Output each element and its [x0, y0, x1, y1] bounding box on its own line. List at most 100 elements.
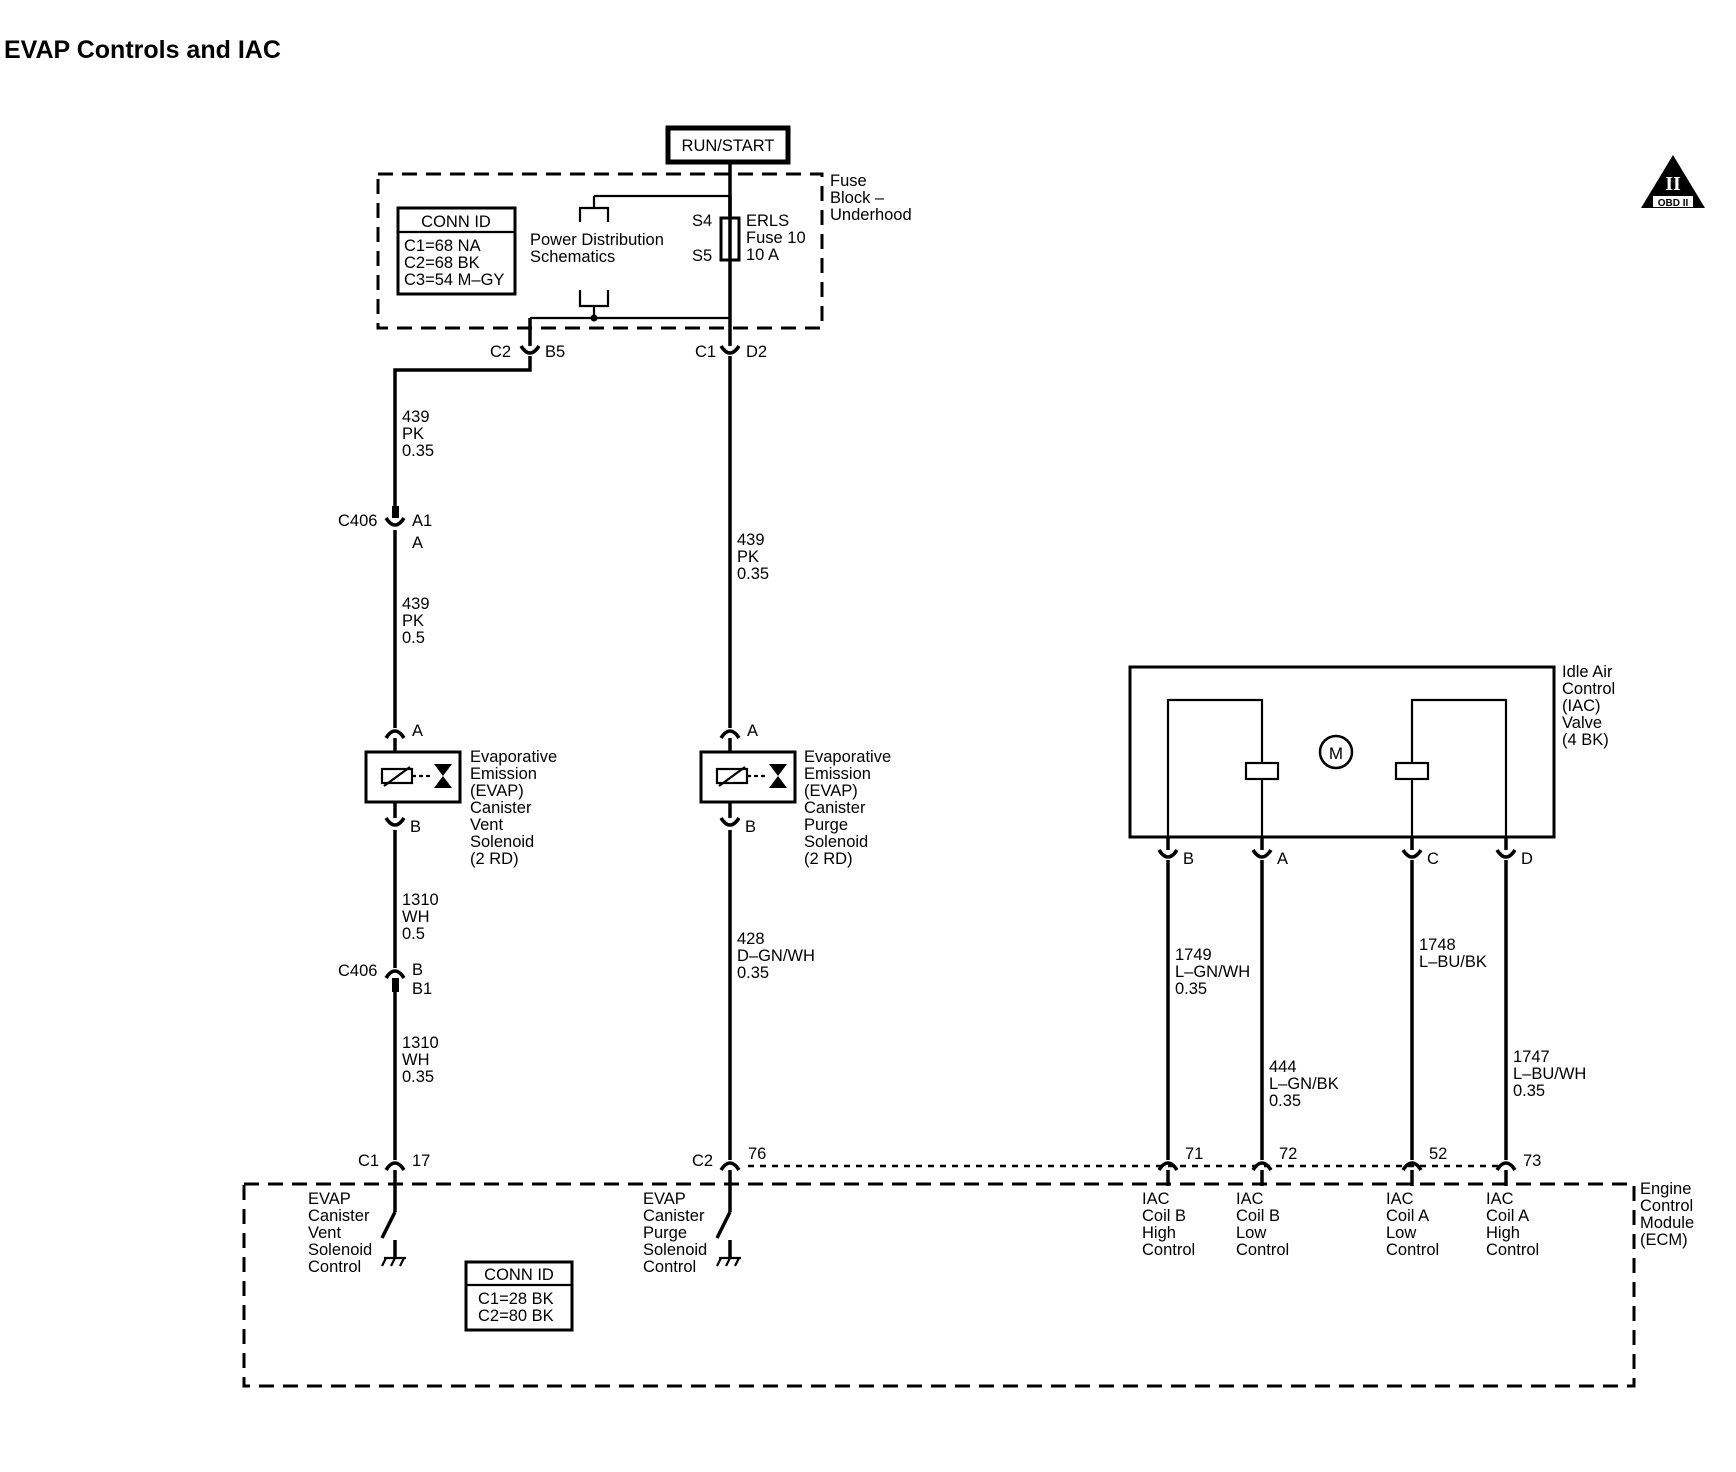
svg-text:1747: 1747 [1513, 1048, 1550, 1066]
iac-pin-c: C [1401, 837, 1439, 868]
svg-text:Solenoid: Solenoid [470, 833, 534, 851]
svg-text:B5: B5 [545, 343, 565, 361]
purge-control-switch [715, 1170, 741, 1267]
svg-text:Low: Low [1236, 1224, 1266, 1242]
svg-text:IAC: IAC [1486, 1190, 1514, 1208]
svg-text:A: A [412, 722, 423, 740]
svg-text:WH: WH [402, 1051, 430, 1069]
svg-text:Vent: Vent [308, 1224, 341, 1242]
wire-label-vent-mid: 439 PK 0.5 [402, 595, 430, 647]
svg-text:CONN ID: CONN ID [421, 213, 491, 231]
svg-text:Control: Control [1236, 1241, 1289, 1259]
svg-text:439: 439 [402, 595, 430, 613]
svg-text:1748: 1748 [1419, 936, 1456, 954]
svg-text:Solenoid: Solenoid [308, 1241, 372, 1259]
purge-control-label: EVAP Canister Purge Solenoid Control [643, 1190, 707, 1276]
ecm-pin-73: 73 [1495, 1152, 1541, 1172]
svg-text:PK: PK [402, 425, 424, 443]
svg-text:IAC: IAC [1236, 1190, 1264, 1208]
ecm-enclosure [242, 1182, 1636, 1388]
connector-c2-b5: C2 B5 [490, 343, 565, 361]
splice-s5: S5 [692, 247, 712, 265]
svg-text:Idle Air: Idle Air [1562, 663, 1613, 681]
svg-text:Block –: Block – [830, 189, 885, 207]
svg-text:Power Distribution: Power Distribution [530, 231, 664, 249]
wire-label-purge-upper: 439 PK 0.35 [737, 531, 769, 583]
wire-label-iac-a: 444 L–GN/BK 0.35 [1269, 1058, 1339, 1110]
svg-text:C1=68 NA: C1=68 NA [404, 237, 481, 255]
svg-text:C3=54 M–GY: C3=54 M–GY [404, 271, 504, 289]
svg-text:Canister: Canister [804, 799, 866, 817]
svg-text:EVAP: EVAP [643, 1190, 686, 1208]
svg-text:1310: 1310 [402, 1034, 439, 1052]
wire-label-vent-upper: 439 PK 0.35 [402, 408, 434, 460]
svg-text:73: 73 [1523, 1152, 1541, 1170]
svg-text:B1: B1 [412, 980, 432, 998]
svg-text:0.35: 0.35 [1175, 980, 1207, 998]
svg-text:439: 439 [737, 531, 765, 549]
svg-text:Coil B: Coil B [1236, 1207, 1280, 1225]
svg-text:0.35: 0.35 [402, 442, 434, 460]
svg-text:10 A: 10 A [746, 246, 779, 264]
svg-text:72: 72 [1279, 1145, 1297, 1163]
svg-text:Control: Control [1142, 1241, 1195, 1259]
page-title: EVAP Controls and IAC [4, 36, 281, 64]
run-start-box: RUN/START [665, 125, 791, 165]
wire-vent-upper [393, 356, 532, 514]
power-distribution-link: Power Distribution Schematics [530, 194, 730, 322]
svg-text:Emission: Emission [470, 765, 537, 783]
svg-text:0.35: 0.35 [737, 964, 769, 982]
svg-text:PK: PK [737, 548, 759, 566]
erls-fuse: S4 S5 ERLS Fuse 10 10 A [692, 196, 806, 346]
svg-text:IAC: IAC [1142, 1190, 1170, 1208]
svg-text:1749: 1749 [1175, 946, 1212, 964]
iac-pin-b: B [1157, 837, 1194, 868]
wire-label-iac-c: 1748 L–BU/BK [1419, 936, 1487, 971]
evap-vent-solenoid: A B [364, 722, 462, 836]
svg-text:B: B [412, 961, 423, 979]
svg-text:C1: C1 [358, 1152, 379, 1170]
svg-text:71: 71 [1185, 1145, 1203, 1163]
svg-text:Canister: Canister [643, 1207, 705, 1225]
svg-text:IAC: IAC [1386, 1190, 1414, 1208]
svg-text:C2=80 BK: C2=80 BK [478, 1307, 554, 1325]
svg-text:B: B [1183, 850, 1194, 868]
svg-text:Solenoid: Solenoid [643, 1241, 707, 1259]
svg-text:Engine: Engine [1640, 1180, 1691, 1198]
svg-text:Purge: Purge [804, 816, 848, 834]
ecm-label: Engine Control Module (ECM) [1640, 1180, 1694, 1249]
evap-purge-solenoid: A B [699, 722, 797, 836]
svg-text:(ECM): (ECM) [1640, 1231, 1688, 1249]
svg-text:C1: C1 [695, 343, 716, 361]
svg-text:B: B [745, 818, 756, 836]
fuse-block-label: Fuse Block – Underhood [830, 172, 912, 224]
evap-purge-solenoid-label: Evaporative Emission (EVAP) Canister Pur… [804, 748, 891, 868]
svg-text:(EVAP): (EVAP) [470, 782, 524, 800]
svg-text:(2 RD): (2 RD) [804, 850, 853, 868]
svg-text:A: A [1277, 850, 1288, 868]
svg-text:EVAP: EVAP [308, 1190, 351, 1208]
svg-text:Control: Control [1640, 1197, 1693, 1215]
svg-text:WH: WH [402, 908, 430, 926]
fuse-block-conn-id: CONN ID C1=68 NA C2=68 BK C3=54 M–GY [396, 206, 517, 296]
svg-text:0.35: 0.35 [1513, 1082, 1545, 1100]
svg-text:1310: 1310 [402, 891, 439, 909]
svg-text:Coil A: Coil A [1386, 1207, 1429, 1225]
run-start-label: RUN/START [682, 137, 775, 155]
svg-text:0.5: 0.5 [402, 629, 425, 647]
svg-text:D–GN/WH: D–GN/WH [737, 947, 815, 965]
wire-label-vent-lower: 1310 WH 0.5 [402, 891, 439, 943]
svg-text:444: 444 [1269, 1058, 1297, 1076]
svg-text:C406: C406 [338, 962, 377, 980]
iac-coil-b-low-control: IAC Coil B Low Control [1236, 1170, 1289, 1259]
iac-valve: M [1128, 665, 1556, 839]
svg-text:ERLS: ERLS [746, 212, 789, 230]
svg-text:0.35: 0.35 [1269, 1092, 1301, 1110]
svg-text:Control: Control [308, 1258, 361, 1276]
evap-vent-solenoid-label: Evaporative Emission (EVAP) Canister Ven… [470, 748, 557, 868]
obd-numeral: II [1665, 173, 1681, 195]
svg-text:L–BU/WH: L–BU/WH [1513, 1065, 1586, 1083]
svg-text:Evaporative: Evaporative [470, 748, 557, 766]
svg-text:C1=28 BK: C1=28 BK [478, 1290, 554, 1308]
svg-text:CONN ID: CONN ID [484, 1266, 554, 1284]
